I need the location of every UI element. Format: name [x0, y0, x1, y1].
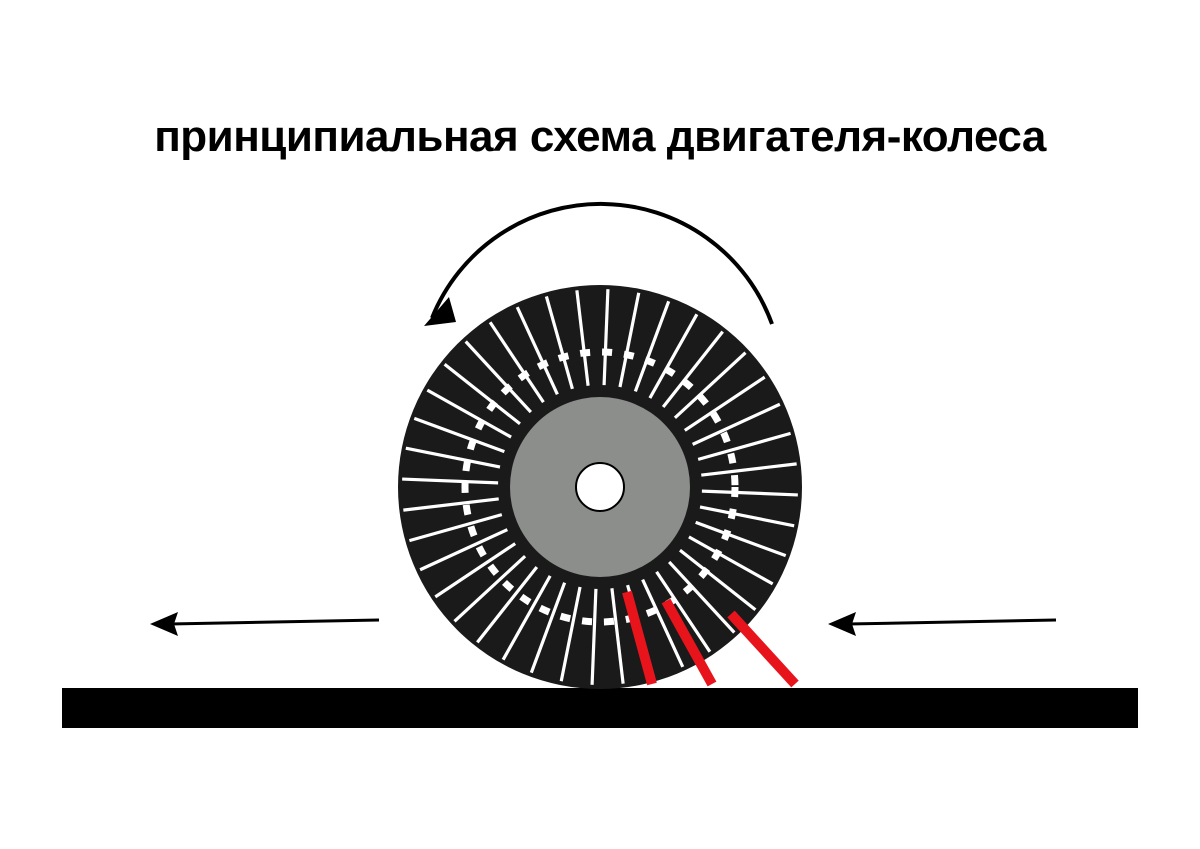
radial-slot — [405, 446, 507, 470]
radial-slot — [575, 290, 591, 392]
contact-strip-1 — [622, 590, 657, 686]
radial-slot — [408, 511, 509, 543]
radial-slot — [453, 550, 531, 623]
radial-slot — [663, 556, 736, 634]
diagram-title: принципиальная схема двигателя-колеса — [154, 112, 1046, 161]
radial-slot — [602, 289, 610, 392]
rotation-arrowhead-icon — [424, 297, 456, 326]
contact-strip-2 — [661, 598, 717, 687]
radial-slot — [631, 300, 671, 398]
radial-slot — [515, 306, 562, 401]
motion-arrow-right — [847, 618, 1057, 626]
radial-slot — [645, 313, 699, 405]
radial-slot — [669, 351, 747, 424]
wheel — [398, 285, 802, 689]
radial-slot — [544, 295, 576, 396]
radial-slot — [658, 330, 724, 413]
motion-arrow-right-head-icon — [828, 612, 856, 636]
radial-slot — [638, 573, 685, 668]
radial-slot — [434, 538, 522, 599]
motion-arrow-left-head-icon — [150, 612, 178, 636]
radial-slot — [651, 565, 712, 653]
radial-slot — [464, 340, 537, 418]
radial-slot — [617, 292, 641, 394]
radial-slot — [402, 477, 505, 485]
radial-slot — [695, 462, 797, 478]
radial-slot — [403, 496, 505, 512]
radial-slot — [443, 363, 526, 429]
radial-slot — [413, 416, 511, 456]
radial-slot — [501, 569, 555, 661]
radial-slot — [686, 402, 781, 449]
inner-ring-gaps — [461, 348, 739, 626]
motion-arrow-left — [169, 618, 380, 626]
radial-slot — [559, 580, 583, 682]
radial-slot — [609, 582, 625, 684]
radial-slot — [476, 561, 542, 644]
radial-slot — [678, 375, 766, 436]
contact-strip-3 — [727, 610, 799, 688]
radial-slot — [674, 545, 757, 611]
radial-slot — [693, 504, 795, 528]
counterclockwise-rotation-arrow-icon — [430, 201, 774, 325]
axle-hole — [575, 462, 625, 512]
radial-slot — [419, 525, 514, 572]
radial-slot — [426, 388, 518, 442]
radial-slot — [488, 321, 549, 409]
radial-slot — [689, 518, 787, 558]
radial-slot — [590, 582, 598, 685]
radial-slot — [529, 576, 569, 674]
radial-slot — [691, 431, 792, 463]
radial-slot — [682, 532, 774, 586]
radial-slot — [695, 489, 798, 497]
ground-bar — [62, 688, 1138, 728]
